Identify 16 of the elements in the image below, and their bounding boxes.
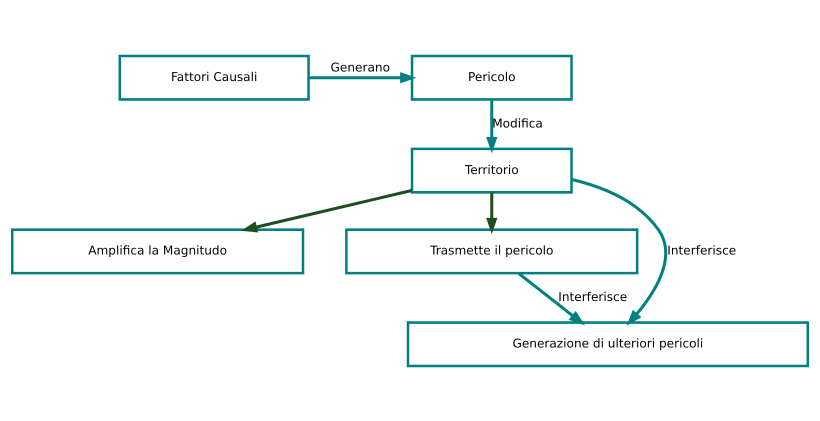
edge-label: Modifica <box>492 116 543 130</box>
edge-label: Interferisce <box>667 243 736 258</box>
node-box: Generazione di ulteriori pericoli <box>406 320 810 367</box>
node-box: Fattori Causali <box>118 54 310 100</box>
node-box: Trasmette il pericolo <box>345 228 638 274</box>
arrow <box>308 72 416 83</box>
node-box: Pericolo <box>410 54 573 100</box>
node-box: Amplifica la Magnitudo <box>10 228 304 274</box>
edge-label: Interferisce <box>558 289 628 304</box>
arrow <box>571 178 668 326</box>
arrow <box>486 99 498 153</box>
node-box: Territorio <box>410 147 573 194</box>
edge-label: Generano <box>330 60 390 74</box>
arrow <box>241 188 412 232</box>
arrow <box>486 192 498 234</box>
arrow <box>517 272 585 325</box>
